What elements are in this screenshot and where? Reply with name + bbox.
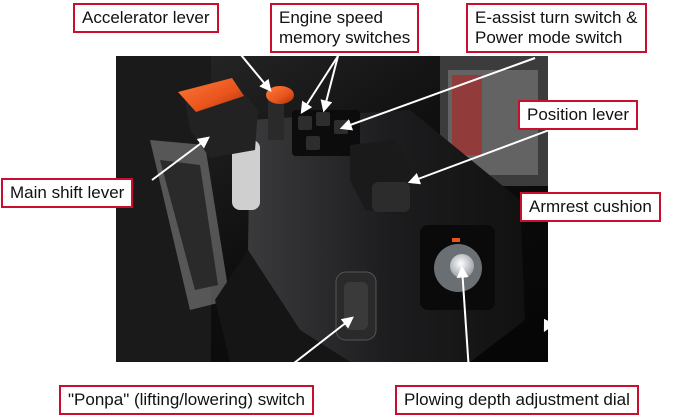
callout-ponpa-switch: "Ponpa" (lifting/lowering) switch	[59, 385, 314, 415]
ponpa-switch-button	[344, 282, 368, 330]
callout-eassist-line2: Power mode switch	[475, 28, 623, 47]
callout-accelerator-lever: Accelerator lever	[73, 3, 219, 33]
switch-3	[334, 120, 348, 134]
callout-engine-speed: Engine speed memory switches	[270, 3, 420, 53]
switch-1	[298, 116, 312, 130]
dial-knob	[450, 254, 474, 278]
callout-position-lever: Position lever	[518, 100, 639, 130]
callout-armrest-cushion: Armrest cushion	[520, 192, 661, 222]
callout-eassist: E-assist turn switch & Power mode switch	[466, 3, 647, 53]
callout-engine-speed-line1: Engine speed	[279, 8, 383, 27]
shift-lever-shaft	[232, 140, 260, 210]
callout-engine-speed-line2: memory switches	[279, 28, 411, 47]
console-side	[215, 250, 350, 362]
callout-armrest-text: Armrest cushion	[529, 197, 652, 216]
accelerator-knob	[266, 86, 294, 104]
callout-position-text: Position lever	[527, 105, 630, 124]
callout-main-shift-lever: Main shift lever	[1, 178, 134, 208]
switch-2	[316, 112, 330, 126]
callout-plowing-depth: Plowing depth adjustment dial	[395, 385, 639, 415]
callout-accelerator-text: Accelerator lever	[82, 8, 210, 27]
pedal-frame-slot	[160, 160, 218, 290]
red-panel	[452, 75, 482, 155]
dial-marker	[452, 238, 460, 242]
callout-plowing-text: Plowing depth adjustment dial	[404, 390, 630, 409]
callout-eassist-line1: E-assist turn switch &	[475, 8, 638, 27]
position-lever-grip	[372, 182, 410, 212]
accelerator-shaft	[268, 100, 284, 140]
callout-main-shift-text: Main shift lever	[10, 183, 125, 202]
callout-ponpa-text: "Ponpa" (lifting/lowering) switch	[68, 390, 305, 409]
switch-4	[306, 136, 320, 150]
